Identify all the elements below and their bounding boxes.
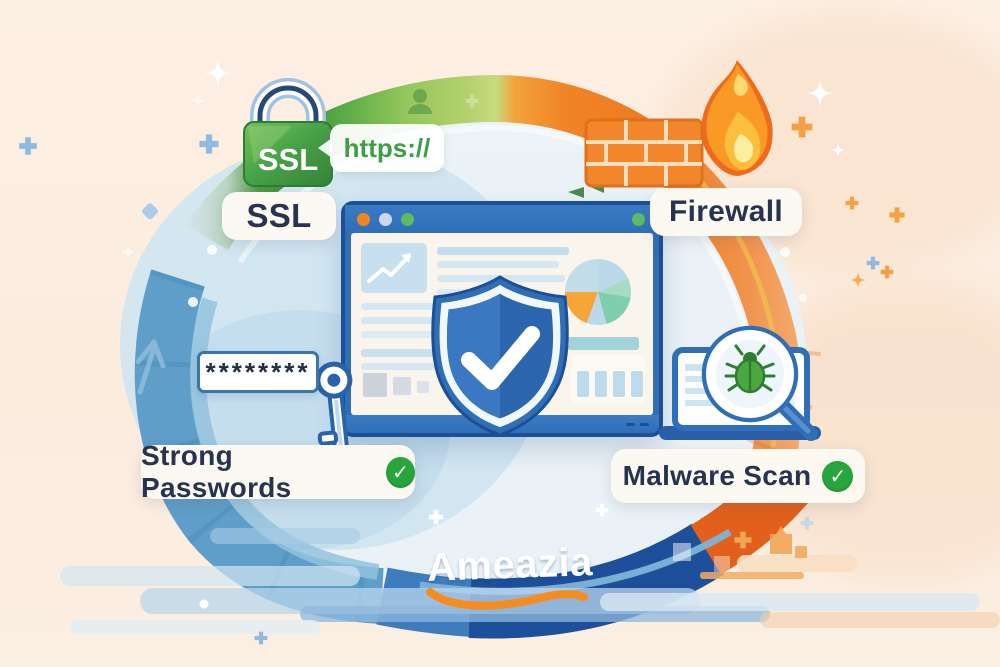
teal-bar — [567, 337, 639, 350]
bar — [631, 371, 643, 397]
bar — [577, 371, 589, 397]
https-text: https:// — [343, 132, 431, 163]
magnifier-icon — [701, 325, 818, 441]
check-icon: ✓ — [822, 460, 854, 492]
ssl-label-text: SSL — [246, 197, 312, 234]
ssl-label: SSL — [222, 192, 336, 240]
shield-check-icon — [431, 275, 569, 437]
orange-glyphs — [734, 526, 807, 558]
ssl-padlock-icon: SSL — [243, 78, 333, 187]
line-chart-card — [361, 243, 427, 293]
bottombar-dash — [640, 423, 649, 426]
sparkles-white — [120, 59, 846, 609]
check-icon: ✓ — [386, 456, 415, 488]
browser-titlebar — [345, 205, 659, 233]
text-line — [437, 247, 569, 255]
placeholder-square — [363, 373, 387, 397]
text-line — [437, 261, 559, 268]
firewall-label-text: Firewall — [668, 195, 784, 228]
trend-arrow-icon — [367, 253, 411, 283]
arrow-sketch — [135, 339, 166, 395]
strong-passwords-label: Strong Passwords ✓ — [141, 440, 415, 503]
brand-logo: Ameazia — [410, 540, 610, 610]
ssl-lock-text: SSL — [258, 142, 318, 177]
shield-checkmark — [461, 326, 540, 390]
sparkles-blue — [19, 134, 880, 645]
text-line — [361, 331, 487, 338]
https-badge: https:// — [318, 124, 444, 172]
text-line — [361, 363, 499, 370]
flame-icon — [701, 60, 773, 176]
firewall-icon — [584, 60, 773, 188]
placeholder-square — [393, 377, 411, 395]
bottombar-dash — [626, 423, 635, 426]
key-icon — [315, 361, 353, 455]
strong-passwords-text: Strong Passwords — [141, 440, 292, 503]
person-icon — [408, 89, 432, 114]
password-value: ******** — [205, 357, 311, 387]
malware-scan-text: Malware Scan — [622, 460, 812, 491]
brand-name: Ameazia — [426, 540, 594, 590]
window-dot-lavender — [379, 212, 392, 226]
bug-icon — [724, 344, 776, 394]
window-dot-green — [401, 212, 414, 226]
bar — [613, 371, 625, 397]
pie-chart — [565, 259, 631, 325]
brick-wall-icon — [584, 118, 704, 188]
window-dot-orange — [357, 212, 370, 226]
malware-scan-label: Malware Scan ✓ — [611, 449, 865, 503]
password-field[interactable]: ******** — [197, 351, 319, 393]
placeholder-square — [417, 381, 429, 393]
bar-chart-card — [571, 355, 645, 403]
malware-scan-icon — [659, 325, 821, 441]
window-dot-green-right — [632, 213, 645, 226]
pale-squares — [673, 543, 730, 572]
bar — [595, 371, 607, 397]
firewall-label: Firewall — [650, 188, 802, 236]
text-line — [361, 303, 503, 310]
brand-swoosh — [426, 588, 588, 610]
